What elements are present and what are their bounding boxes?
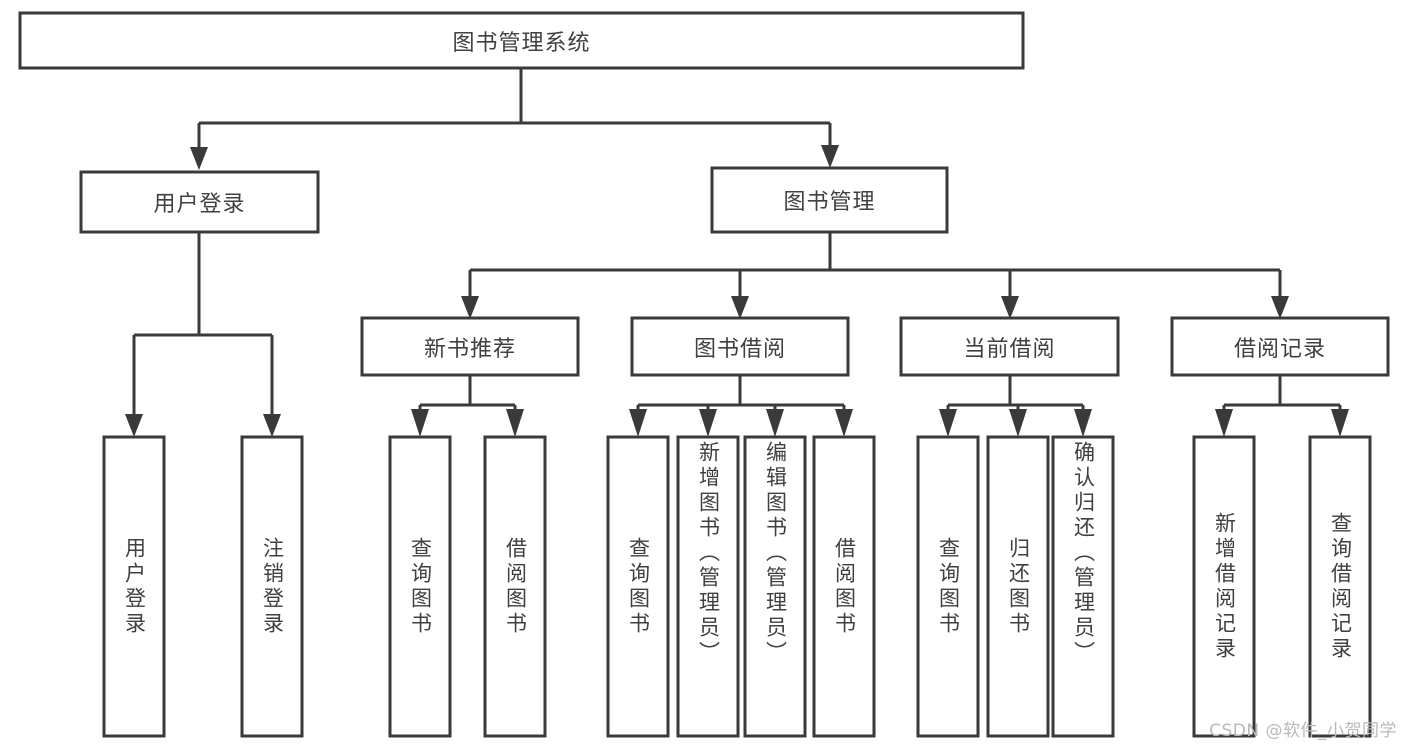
node-box-leaf-nb-query[interactable] [388, 435, 452, 738]
connector-borrow-to-leaves [629, 375, 853, 437]
node-box-leaf-bb-edit[interactable] [743, 435, 807, 738]
node-box-leaf-nb-borrow[interactable] [483, 435, 547, 738]
connector-current-to-leaves [939, 375, 1092, 437]
node-box-leaf-br-query[interactable] [1308, 435, 1372, 738]
connector-record-to-leaves [1215, 375, 1349, 437]
watermark-text: CSDN @软件_小贺同学 [1209, 721, 1397, 741]
node-box-leaf-bb-add[interactable] [676, 435, 740, 738]
node-box-leaf-cb-return[interactable] [986, 435, 1050, 738]
node-box-leaf-cb-confirm[interactable] [1051, 435, 1115, 738]
node-box-book-borrow[interactable] [630, 316, 850, 377]
node-box-leaf-bb-borrow[interactable] [812, 435, 876, 738]
node-box-leaf-br-add[interactable] [1192, 435, 1256, 738]
node-box-leaf-user-login[interactable] [102, 435, 166, 738]
node-box-system-root[interactable] [18, 11, 1025, 70]
connector-userlogin-to-leaves [125, 232, 281, 437]
node-box-new-book-recommend[interactable] [360, 316, 580, 377]
connector-root-to-level2 [190, 68, 839, 170]
node-box-book-management[interactable] [710, 166, 949, 234]
node-box-user-login[interactable] [79, 170, 320, 234]
node-box-current-borrow[interactable] [899, 316, 1120, 377]
connector-bookmgmt-to-level3 [461, 232, 1289, 319]
node-box-leaf-logout[interactable] [240, 435, 304, 738]
node-box-leaf-cb-query[interactable] [916, 435, 980, 738]
connector-newbook-to-leaves [411, 375, 524, 437]
node-box-borrow-record[interactable] [1170, 316, 1390, 377]
node-box-leaf-bb-query[interactable] [606, 435, 670, 738]
